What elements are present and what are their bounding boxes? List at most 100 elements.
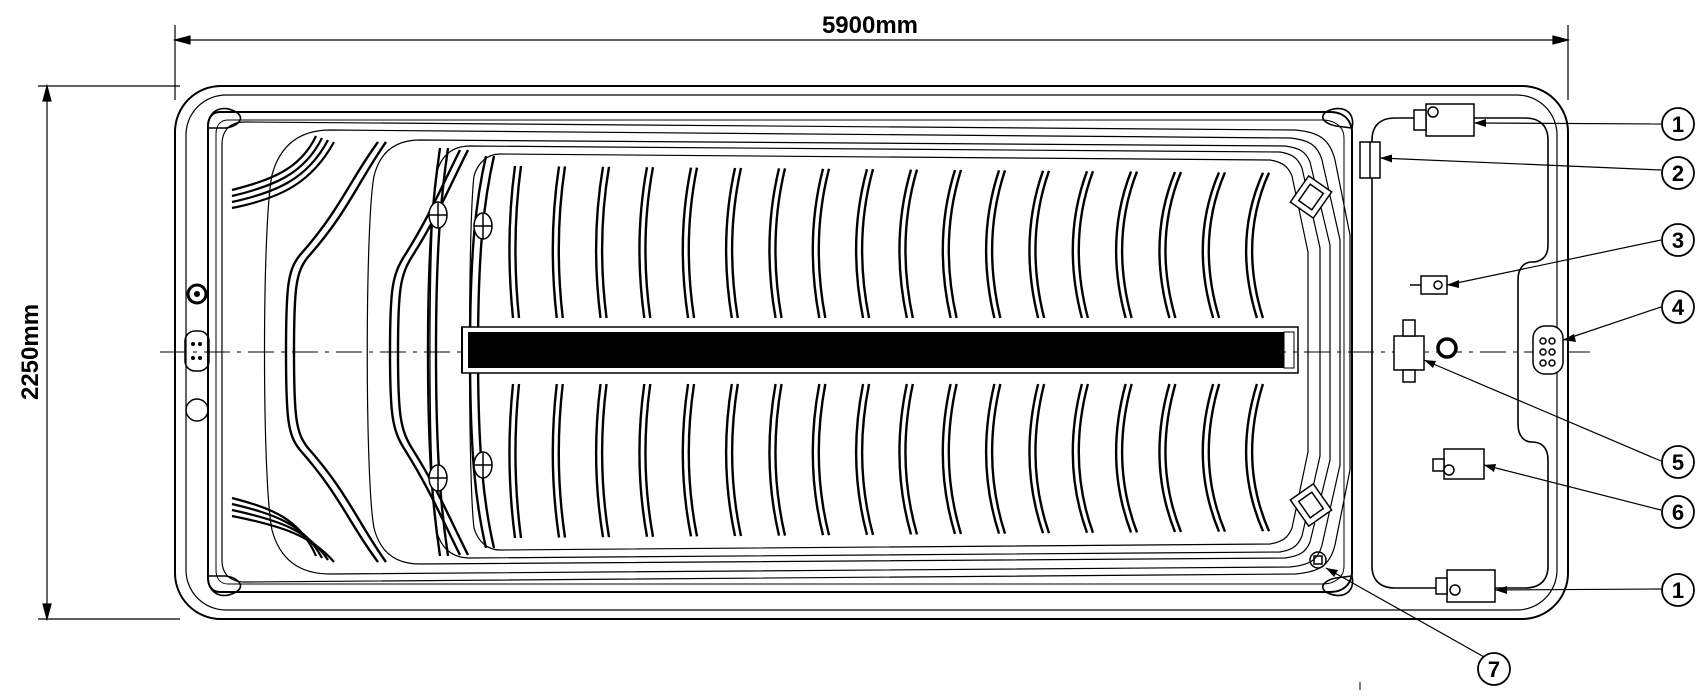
lane-arc-lower bbox=[1028, 383, 1045, 534]
lane-arc-lower bbox=[724, 383, 737, 537]
lane-arc-lower bbox=[557, 383, 567, 538]
light-fitting-right bbox=[1532, 325, 1564, 375]
callout-circle bbox=[1661, 290, 1695, 324]
lane-line-strip bbox=[461, 326, 1299, 374]
lane-arc-upper bbox=[724, 167, 737, 319]
lane-arc-upper bbox=[947, 169, 963, 319]
lane-arc-upper bbox=[681, 167, 693, 319]
filter-valve bbox=[1393, 319, 1425, 383]
lane-arc-lower bbox=[551, 383, 561, 538]
lane-arc-lower bbox=[644, 383, 655, 538]
left-end-fittings bbox=[184, 283, 210, 422]
lane-arc-lower bbox=[687, 383, 699, 537]
pump-bottom bbox=[1435, 569, 1496, 603]
lane-arc-upper bbox=[638, 166, 649, 319]
callout-label: 2 bbox=[1672, 161, 1684, 186]
lane-arc-lower bbox=[774, 383, 787, 536]
swim-lane-arcs bbox=[508, 165, 1271, 539]
light-fitting-left bbox=[184, 330, 210, 372]
ozonator bbox=[1410, 275, 1448, 295]
lane-arc-upper bbox=[514, 165, 523, 319]
lane-arc-lower bbox=[854, 383, 869, 536]
lane-arc-upper bbox=[1120, 171, 1139, 319]
callout-7: 1 bbox=[1661, 573, 1695, 607]
lane-arc-lower bbox=[514, 383, 523, 539]
lane-arc-upper bbox=[990, 170, 1007, 319]
lane-arc-upper bbox=[941, 169, 957, 319]
lane-arc-lower bbox=[508, 383, 517, 539]
seat-jet-bottom-right bbox=[473, 451, 493, 479]
lane-arc-upper bbox=[984, 170, 1001, 319]
equipment-items bbox=[1359, 103, 1564, 603]
lane-arc-upper bbox=[860, 168, 875, 319]
lane-arc-upper bbox=[768, 168, 781, 319]
height-dimension-label: 2250mm bbox=[17, 304, 44, 400]
callout-label: 3 bbox=[1672, 228, 1684, 253]
callout-label: 5 bbox=[1672, 450, 1684, 475]
lane-arc-upper bbox=[854, 168, 869, 319]
lane-arc-lower bbox=[1158, 383, 1177, 533]
lane-arc-upper bbox=[1201, 171, 1221, 319]
callout-5: 5 bbox=[1661, 445, 1695, 479]
seat-contour-bands bbox=[231, 135, 335, 563]
callout-arrowheads bbox=[1326, 119, 1576, 594]
callout-6: 6 bbox=[1661, 495, 1695, 529]
lane-arc-lower bbox=[1207, 383, 1227, 533]
lane-arc-lower bbox=[990, 383, 1007, 534]
lane-arc-upper bbox=[1071, 170, 1089, 319]
callout-leaders bbox=[1325, 122, 1662, 663]
lane-arc-lower bbox=[681, 383, 693, 537]
blower bbox=[1432, 448, 1485, 480]
lane-arc-lower bbox=[984, 383, 1001, 534]
heater bbox=[1359, 141, 1381, 179]
lane-arc-lower bbox=[768, 383, 781, 536]
callout-3: 3 bbox=[1661, 223, 1695, 257]
pool-body bbox=[207, 107, 1354, 597]
seat-jet-top-left bbox=[428, 201, 448, 229]
lane-arc-upper bbox=[1028, 170, 1045, 319]
lane-arc-upper bbox=[817, 168, 831, 319]
lane-arc-lower bbox=[1164, 383, 1183, 533]
lane-arc-upper bbox=[1077, 170, 1095, 319]
lane-arc-lower bbox=[947, 383, 963, 535]
lane-arc-upper bbox=[594, 166, 605, 319]
equipment-bay bbox=[1371, 117, 1549, 589]
callout-circle bbox=[1661, 107, 1695, 141]
callout-circle bbox=[1661, 495, 1695, 529]
lane-arc-upper bbox=[1250, 172, 1271, 319]
callout-circle bbox=[1661, 223, 1695, 257]
lane-arc-lower bbox=[1034, 383, 1051, 534]
pump-top bbox=[1413, 103, 1475, 137]
lane-arc-lower bbox=[811, 383, 825, 536]
lane-arc-upper bbox=[774, 168, 787, 319]
callout-circle bbox=[1477, 652, 1511, 686]
seat-jets bbox=[428, 201, 493, 492]
lane-arc-upper bbox=[1158, 171, 1177, 319]
callout-label: 6 bbox=[1672, 500, 1684, 525]
lane-arc-lower bbox=[898, 383, 913, 535]
callout-4: 4 bbox=[1661, 290, 1695, 324]
lane-arc-upper bbox=[1164, 171, 1183, 319]
lane-arc-upper bbox=[898, 169, 913, 319]
lane-arc-upper bbox=[508, 165, 517, 319]
skimmer-ring bbox=[186, 283, 208, 305]
callout-8: 7 bbox=[1477, 652, 1511, 686]
floor-drain bbox=[1309, 551, 1327, 569]
lane-arc-upper bbox=[1207, 171, 1227, 319]
callout-circle bbox=[1661, 156, 1695, 190]
lane-arc-upper bbox=[687, 167, 699, 319]
lane-arc-lower bbox=[600, 383, 611, 538]
callout-label: 1 bbox=[1672, 112, 1684, 137]
lane-arc-lower bbox=[1244, 383, 1265, 532]
lane-arc-upper bbox=[1034, 170, 1051, 319]
lane-arc-lower bbox=[1071, 383, 1089, 534]
lane-arc-upper bbox=[904, 169, 919, 319]
lane-arc-lower bbox=[904, 383, 919, 535]
height-dimension bbox=[38, 83, 180, 622]
seat-jet-top-right bbox=[473, 212, 493, 240]
drain-circle bbox=[185, 398, 209, 422]
lane-arc-upper bbox=[1114, 171, 1133, 319]
lane-arc-lower bbox=[817, 383, 831, 536]
